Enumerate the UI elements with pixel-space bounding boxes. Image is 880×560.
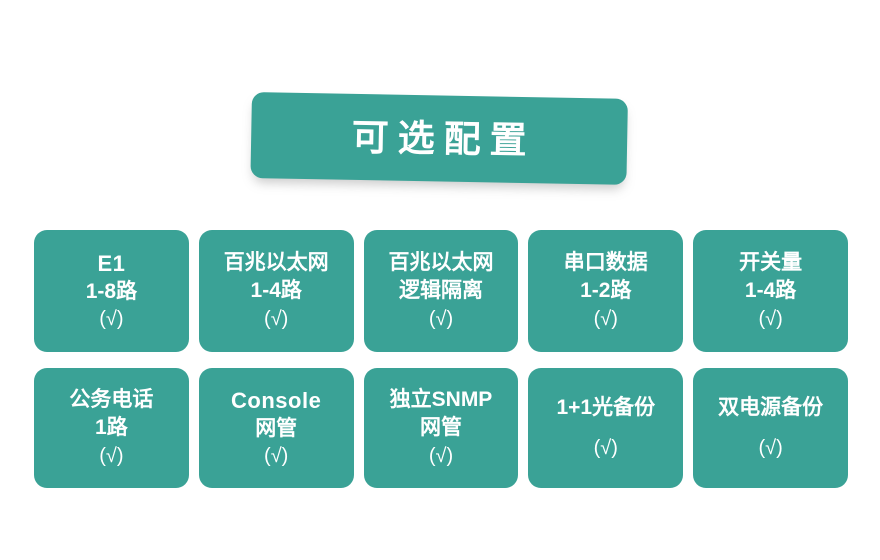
option-card[interactable]: 开关量 1-4路 (√) bbox=[693, 230, 848, 352]
option-card-grid: E1 1-8路 (√) 百兆以太网 1-4路 (√) 百兆以太网逻辑隔离 (√) 串口数据 1-2… bbox=[34, 230, 848, 488]
option-card[interactable]: E1 1-8路 (√) bbox=[34, 230, 189, 352]
header-banner: 可选配置 bbox=[250, 92, 628, 185]
option-card-line: 1-4路 bbox=[250, 279, 302, 302]
option-card-line: Console bbox=[231, 387, 322, 413]
check-mark-icon: (√) bbox=[593, 307, 618, 330]
check-mark-icon: (√) bbox=[428, 444, 454, 467]
option-card-line: 双电源备份 bbox=[718, 395, 824, 419]
option-card-line: 1-4路 bbox=[744, 279, 797, 302]
option-card-line: 百兆以太网 bbox=[223, 251, 329, 275]
option-card[interactable]: 百兆以太网逻辑隔离 (√) bbox=[363, 230, 519, 352]
option-card-line: 百兆以太网 bbox=[388, 251, 494, 275]
check-mark-icon: (√) bbox=[428, 307, 454, 330]
option-card-line: E1 bbox=[97, 250, 126, 276]
option-card-line: 1+1光备份 bbox=[556, 395, 656, 419]
option-card-line: 公务电话 bbox=[69, 388, 154, 412]
option-card-line: 网管 bbox=[255, 416, 298, 440]
card-row-2: 公务电话 1路 (√) Console 网管 (√) 独立SNMP 网管 (√) 1+1光备份 (√… bbox=[34, 368, 848, 488]
option-card-line: 网管 bbox=[419, 416, 462, 439]
option-card-line: 开关量 bbox=[739, 251, 803, 275]
option-card-line: 1-8路 bbox=[85, 279, 138, 303]
check-mark-icon: (√) bbox=[758, 437, 783, 460]
option-card[interactable]: 双电源备份 (√) bbox=[693, 368, 848, 488]
option-card-line: 串口数据 bbox=[563, 251, 648, 275]
option-card-line: 1路 bbox=[95, 416, 128, 439]
option-card-line: 逻辑隔离 bbox=[398, 279, 483, 302]
check-mark-icon: (√) bbox=[99, 308, 124, 331]
option-card[interactable]: 串口数据 1-2路 (√) bbox=[528, 230, 684, 352]
card-row-1: E1 1-8路 (√) 百兆以太网 1-4路 (√) 百兆以太网逻辑隔离 (√) 串口数据 1-2… bbox=[34, 230, 848, 352]
option-card-line: 独立SNMP bbox=[389, 388, 493, 412]
check-mark-icon: (√) bbox=[264, 307, 289, 330]
option-card[interactable]: 1+1光备份 (√) bbox=[528, 368, 684, 488]
check-mark-icon: (√) bbox=[758, 307, 783, 330]
option-card[interactable]: Console 网管 (√) bbox=[198, 368, 354, 488]
check-mark-icon: (√) bbox=[593, 437, 618, 460]
option-card[interactable]: 公务电话 1路 (√) bbox=[34, 368, 189, 488]
option-card[interactable]: 百兆以太网 1-4路 (√) bbox=[198, 230, 354, 352]
option-card-line: 1-2路 bbox=[580, 279, 632, 302]
page-title: 可选配置 bbox=[351, 116, 537, 161]
check-mark-icon: (√) bbox=[264, 445, 289, 468]
check-mark-icon: (√) bbox=[99, 444, 124, 467]
option-card[interactable]: 独立SNMP 网管 (√) bbox=[363, 368, 519, 488]
